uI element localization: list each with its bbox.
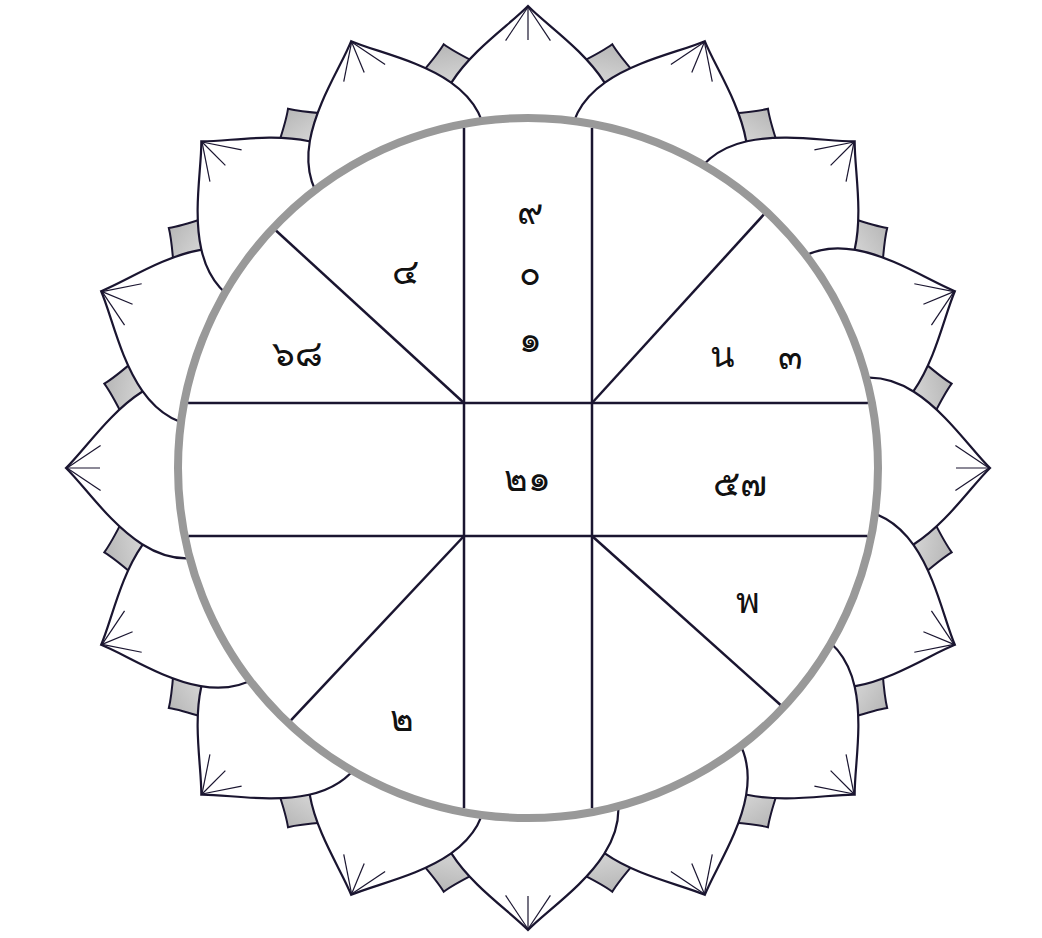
petal-vein [955, 468, 989, 490]
chart-grid [188, 128, 868, 808]
petal-vein [923, 632, 953, 645]
cell-label: ๒๑ [504, 461, 551, 497]
petal-vein [955, 446, 989, 468]
petal-vein [67, 468, 101, 490]
petal-vein [704, 854, 712, 894]
petal-vein [352, 863, 365, 893]
petal-vein [846, 142, 854, 182]
petal-vein [527, 896, 528, 929]
petal-vein [67, 467, 100, 468]
cell-label: พ [736, 583, 760, 619]
petal-vein [956, 467, 989, 468]
cell-label: ๐ [519, 255, 541, 291]
petal-vein [914, 644, 954, 652]
petal-vein [814, 786, 854, 794]
petal-vein [102, 611, 124, 645]
cell-label: น [710, 337, 735, 373]
grid-line [276, 231, 464, 403]
cell-label: ๒ [390, 701, 414, 737]
cell-label: ๕๗ [713, 466, 767, 502]
petal-vein [914, 284, 954, 292]
petal-vein [506, 7, 528, 41]
front-petals [66, 6, 990, 930]
grid-line [591, 128, 594, 808]
grid-line [463, 128, 466, 808]
petal-vein [528, 895, 550, 929]
petal-vein [352, 42, 386, 64]
petal-vein [202, 754, 210, 794]
cell-label: ๑ [519, 322, 542, 358]
petal-vein [102, 644, 142, 652]
back-petals [104, 44, 951, 891]
grid-line [592, 215, 764, 403]
petal-vein [528, 7, 550, 41]
petal-vein [102, 292, 132, 305]
petal-vein [67, 446, 101, 468]
cell-label: ๖๘ [272, 336, 323, 372]
petal-vein [344, 42, 352, 82]
petal-vein [102, 284, 142, 292]
grid-line [188, 402, 868, 405]
grid-line [189, 535, 868, 538]
grid-line [592, 536, 780, 705]
petal-vein [506, 895, 528, 929]
grid-line [291, 536, 464, 720]
petal-vein [671, 871, 705, 893]
petal-vein [692, 42, 705, 72]
cell-label: ๓ [778, 339, 803, 375]
petal-vein [344, 854, 352, 894]
petal-vein [931, 292, 953, 326]
petal-vein [202, 142, 242, 150]
cell-label: ๙ [517, 194, 543, 230]
outer-ring [178, 118, 878, 818]
petal-vein [527, 7, 528, 40]
petal-vein [704, 42, 712, 82]
cell-label: ๔ [392, 254, 419, 290]
